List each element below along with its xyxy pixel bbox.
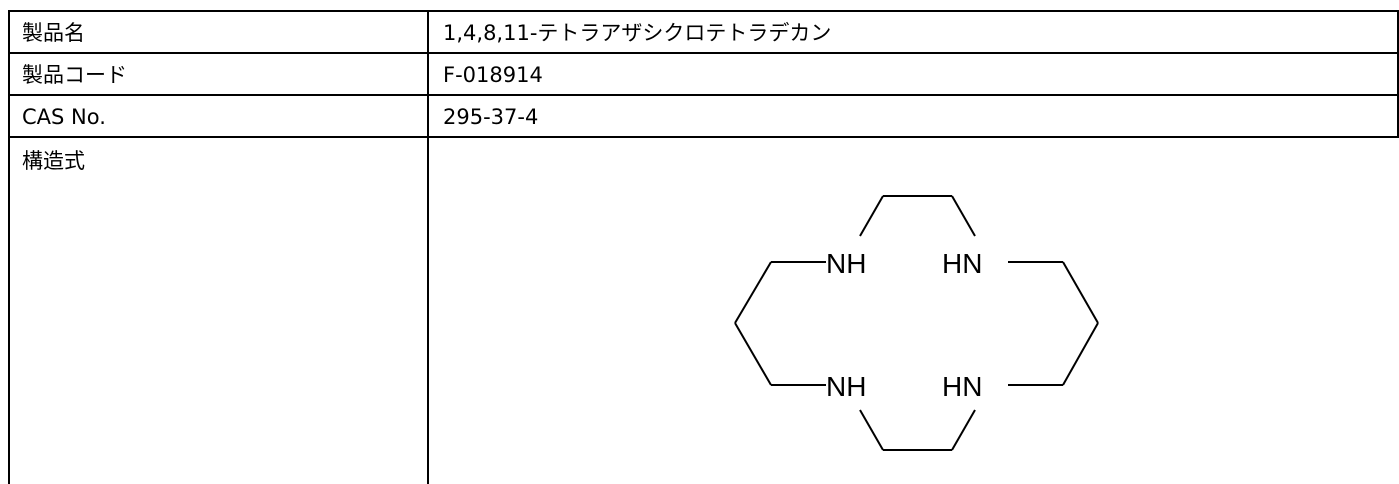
product-code-label: 製品コード bbox=[10, 54, 429, 94]
table-right-border bbox=[1397, 10, 1399, 136]
table-row-product-name: 製品名 1,4,8,11-テトラアザシクロテトラデカン bbox=[8, 10, 1399, 52]
structure-cell bbox=[429, 138, 1399, 484]
table-row-product-code: 製品コード F-018914 bbox=[8, 52, 1399, 94]
product-name-label: 製品名 bbox=[10, 12, 429, 52]
table-row-cas-number: CAS No. 295-37-4 bbox=[8, 94, 1399, 136]
product-code-value: F-018914 bbox=[443, 63, 543, 87]
product-name-value: 1,4,8,11-テトラアザシクロテトラデカン bbox=[443, 21, 832, 45]
table-row-structure: 構造式 bbox=[8, 136, 1399, 484]
structure-label: 構造式 bbox=[10, 138, 429, 484]
cas-number-label: CAS No. bbox=[10, 96, 429, 136]
cas-number-value: 295-37-4 bbox=[443, 105, 539, 129]
